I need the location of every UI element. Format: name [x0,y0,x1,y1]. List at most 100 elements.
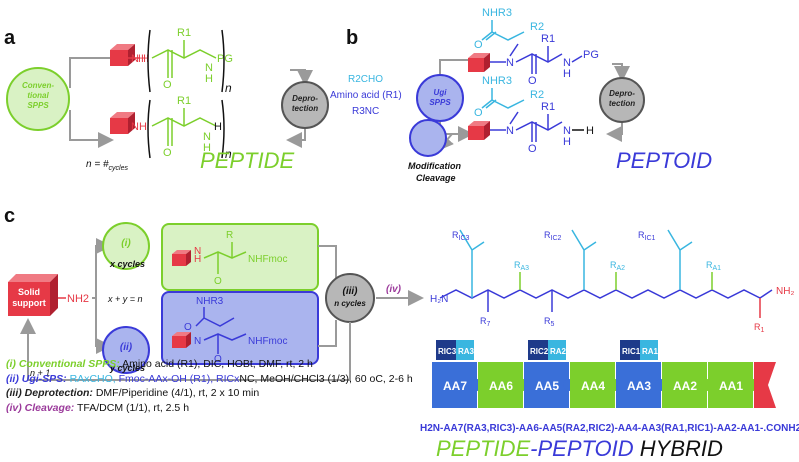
cycle-i-circle [102,222,150,270]
svg-text:H: H [141,53,149,65]
svg-text:H: H [214,121,222,133]
svg-text:H: H [586,125,594,137]
panel-b-deprotection-return [606,122,623,142]
ra-tag [640,340,658,360]
svg-text:H: H [138,53,146,65]
svg-text:R1: R1 [754,322,765,334]
ric-tag-label: RIC2 [530,347,549,356]
n-plus-one-label: n + 1 [30,368,50,378]
cycles-equation: n = #cycles [86,159,128,172]
puzzle-piece-3 [616,362,661,408]
puzzle-label: AA3 [627,379,651,393]
svg-text:NHFmoc: NHFmoc [248,254,287,265]
svg-text:O: O [163,79,172,91]
panel-a-cycle-arrow [69,57,110,88]
puzzle-label: AA1 [719,379,743,393]
svg-text:RIC1: RIC1 [638,230,656,242]
svg-text:H: H [563,136,571,148]
svg-text:R2: R2 [530,21,544,33]
svg-text:N: N [205,62,213,74]
condition-ii: (ii) Ugi-SPS: RAxCHO, Fmoc-AAx-OH (R1), … [6,372,413,385]
svg-text:R5: R5 [544,316,555,328]
panel-b-cycle-arrow [439,59,470,75]
svg-text:R1: R1 [177,95,191,107]
svg-text:H₂N: H₂N [430,294,448,305]
hybrid-title: PEPTIDE-PEPTOID HYBRID [436,436,723,461]
svg-text:NHR3: NHR3 [196,296,224,307]
svg-text:NHR3: NHR3 [482,7,512,19]
svg-text:N: N [194,246,201,257]
svg-text:N: N [203,131,211,143]
panel-a-deprotection-return [286,128,306,148]
ra-tag [548,340,566,360]
svg-text:R1: R1 [541,101,555,113]
svg-text:n: n [225,81,232,95]
merge-arrow-top [318,245,337,280]
svg-text:O: O [214,354,222,365]
recycle-arrow [28,322,351,381]
puzzle-end-cap [754,362,776,408]
panel-a-cycle-arrow-return [69,110,114,148]
svg-text:RIC2: RIC2 [544,230,562,242]
svg-text:N: N [506,57,514,69]
puzzle-piece-2 [662,362,707,408]
modification-circle [409,119,447,157]
svg-text:O: O [163,147,172,159]
svg-text:R1: R1 [177,27,191,39]
svg-text:N: N [131,121,139,133]
panel-b-top-structure: NHR3 O R2 N O R1 N H PG [468,7,599,87]
x-cycles-label: x cycles [109,259,145,269]
cycle-i-label: (i) [121,238,131,249]
y-cycles-label: y cycles [109,363,145,373]
svg-text:O: O [474,39,483,51]
svg-text:NHR3: NHR3 [482,75,512,87]
condition-i: (i) Conventional SPPS: Amino acid (R1), … [6,358,313,370]
svg-text:NHFmoc: NHFmoc [248,336,287,347]
svg-text:R1: R1 [541,33,555,45]
panel-a-bottom-structure: N H O R1 N H H n [110,95,232,161]
svg-text:O: O [184,322,192,333]
puzzle-piece-7 [432,362,477,408]
svg-text:H: H [205,73,213,85]
panel-b-label: b [346,27,358,49]
puzzle-piece-4 [570,362,615,408]
svg-text:RA2: RA2 [610,260,625,272]
cycle-iii-label: (iii) [343,286,359,297]
ra-tag-label: RA2 [550,347,567,356]
svg-text:H: H [139,121,147,133]
svg-text:H: H [203,142,211,154]
svg-text:RA3: RA3 [514,260,529,272]
puzzle-piece-1 [708,362,753,408]
svg-text:O: O [474,107,483,119]
svg-text:N: N [194,336,201,347]
reaction-conditions: (i) Conventional SPPS: Amino acid (R1), … [6,357,426,415]
svg-text:N: N [563,57,571,69]
svg-text:RA1: RA1 [706,260,721,272]
deprotection-circle-b [599,77,645,123]
merge-arrow-bottom [318,320,337,347]
condition-iv: (iv) Cleavage: TFA/DCM (1/1), rt, 2.5 h [6,401,190,414]
svg-text:H: H [194,254,201,265]
svg-text:O: O [214,276,222,287]
ric-tag [620,340,640,360]
puzzle-piece-5 [524,362,569,408]
deprotection-label-a: Depro-tection [292,94,318,113]
deprotection-label-b: Depro-tection [609,89,635,108]
n-cycles-label: n cycles [334,299,366,308]
cycle-iii-circle [325,273,375,323]
panel-a-label: a [4,27,16,49]
panel-c-label: c [4,205,15,227]
panel-b-bottom-structure: NHR3 O R2 N O R1 N H H [468,75,594,155]
svg-text:R7: R7 [480,316,491,328]
ra-tag-label: RA1 [642,347,659,356]
panel-a-top-structure: H H N O R1 N H PG n [110,27,233,95]
peptide-title: PEPTIDE [200,148,294,173]
peptide-step-structure: H N O R NHFmoc [172,230,287,287]
hybrid-sequence: H2N-AA7(RA3,RIC3)-AA6-AA5(RA2,RIC2)-AA4-… [420,423,799,434]
peptide-step-box [161,223,319,291]
peptoid-title: PEPTOID [616,148,712,173]
puzzle-label: AA6 [489,379,513,393]
deprotection-circle-a [281,81,329,129]
